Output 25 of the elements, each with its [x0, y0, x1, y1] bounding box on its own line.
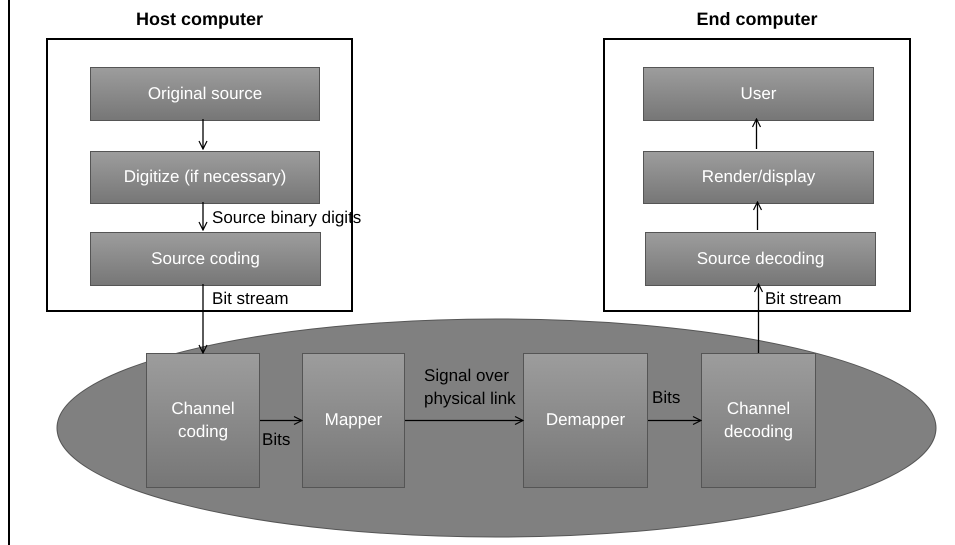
arrow [198, 119, 208, 150]
process-box: Digitize (if necessary) [90, 151, 320, 204]
edge-label: Bit stream [765, 288, 843, 310]
arrow [198, 284, 208, 354]
process-box: Channel decoding [701, 353, 816, 488]
arrow [648, 416, 702, 426]
edge-label: Bit stream [212, 288, 290, 310]
arrow [752, 118, 762, 149]
edge-label: Signal over physical link [424, 365, 517, 410]
process-box: Mapper [302, 353, 405, 488]
frame-heading: Host computer [134, 8, 264, 30]
process-box: Source decoding [645, 232, 876, 286]
process-box: Original source [90, 67, 320, 121]
edge-label: Bits [262, 429, 292, 451]
process-box: User [643, 67, 874, 121]
edge-label: Bits [652, 387, 682, 409]
process-box: Render/display [643, 151, 874, 204]
arrow [260, 416, 303, 426]
arrow [405, 416, 524, 426]
process-box: Source coding [90, 232, 321, 286]
frame-heading: End computer [695, 8, 818, 30]
process-box: Channel coding [146, 353, 260, 488]
arrow [752, 201, 762, 230]
process-box: Demapper [523, 353, 648, 488]
arrow [198, 202, 208, 231]
